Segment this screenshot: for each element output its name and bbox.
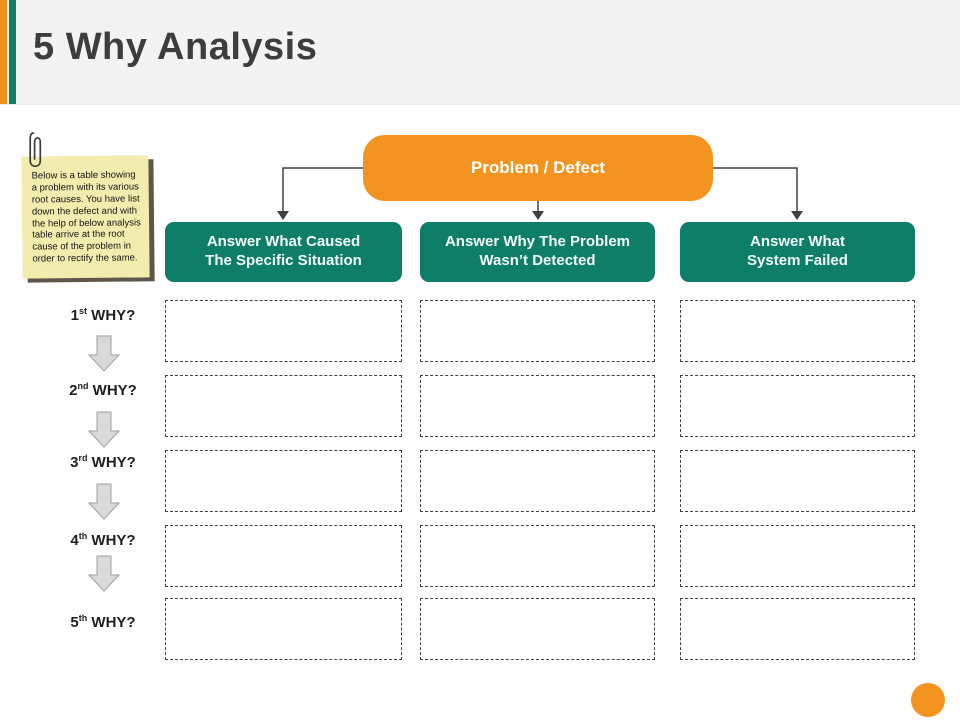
why-label-4: 4th WHY? — [70, 531, 136, 549]
column-header-label: Answer What Caused The Specific Situatio… — [205, 233, 362, 269]
why-answer-cell-3-3[interactable] — [680, 450, 915, 512]
why-answer-cell-2-3[interactable] — [680, 375, 915, 437]
why-label-1: 1st WHY? — [70, 306, 136, 324]
column-header-label: Answer What System Failed — [747, 233, 848, 269]
why-label-2: 2nd WHY? — [69, 381, 137, 399]
sticky-note: Below is a table showing a problem with … — [21, 155, 150, 279]
down-arrow-icon — [87, 555, 121, 592]
why-answer-cell-5-2[interactable] — [420, 598, 655, 660]
why-answer-cell-4-3[interactable] — [680, 525, 915, 587]
slide-header: 5 Why Analysis — [0, 0, 960, 105]
why-answer-cell-4-2[interactable] — [420, 525, 655, 587]
why-answer-cell-3-1[interactable] — [165, 450, 402, 512]
why-answer-cell-2-1[interactable] — [165, 375, 402, 437]
why-answer-cell-1-3[interactable] — [680, 300, 915, 362]
sticky-note-text: Below is a table showing a problem with … — [31, 169, 141, 265]
problem-defect-box: Problem / Defect — [363, 135, 713, 201]
down-arrow-icon — [87, 483, 121, 520]
paperclip-icon — [29, 132, 42, 168]
column-header-caused-situation: Answer What Caused The Specific Situatio… — [165, 222, 402, 282]
why-label-5: 5th WHY? — [70, 613, 136, 631]
accent-stripe-teal — [9, 0, 16, 104]
why-answer-cell-3-2[interactable] — [420, 450, 655, 512]
down-arrow-icon — [87, 335, 121, 372]
why-answer-cell-2-2[interactable] — [420, 375, 655, 437]
column-header-system-failed: Answer What System Failed — [680, 222, 915, 282]
why-answer-cell-4-1[interactable] — [165, 525, 402, 587]
problem-defect-label: Problem / Defect — [470, 158, 606, 177]
why-answer-cell-1-2[interactable] — [420, 300, 655, 362]
connector-arrowheads — [277, 211, 803, 220]
column-header-not-detected: Answer Why The Problem Wasn’t Detected — [420, 222, 655, 282]
slide-title: 5 Why Analysis — [33, 26, 318, 68]
why-label-3: 3rd WHY? — [70, 453, 136, 471]
why-answer-cell-5-3[interactable] — [680, 598, 915, 660]
why-answer-cell-1-1[interactable] — [165, 300, 402, 362]
column-header-label: Answer Why The Problem Wasn’t Detected — [444, 233, 631, 269]
why-answer-cell-5-1[interactable] — [165, 598, 402, 660]
down-arrow-icon — [87, 411, 121, 448]
accent-stripe-orange — [0, 0, 7, 104]
decorative-circle — [911, 683, 945, 717]
